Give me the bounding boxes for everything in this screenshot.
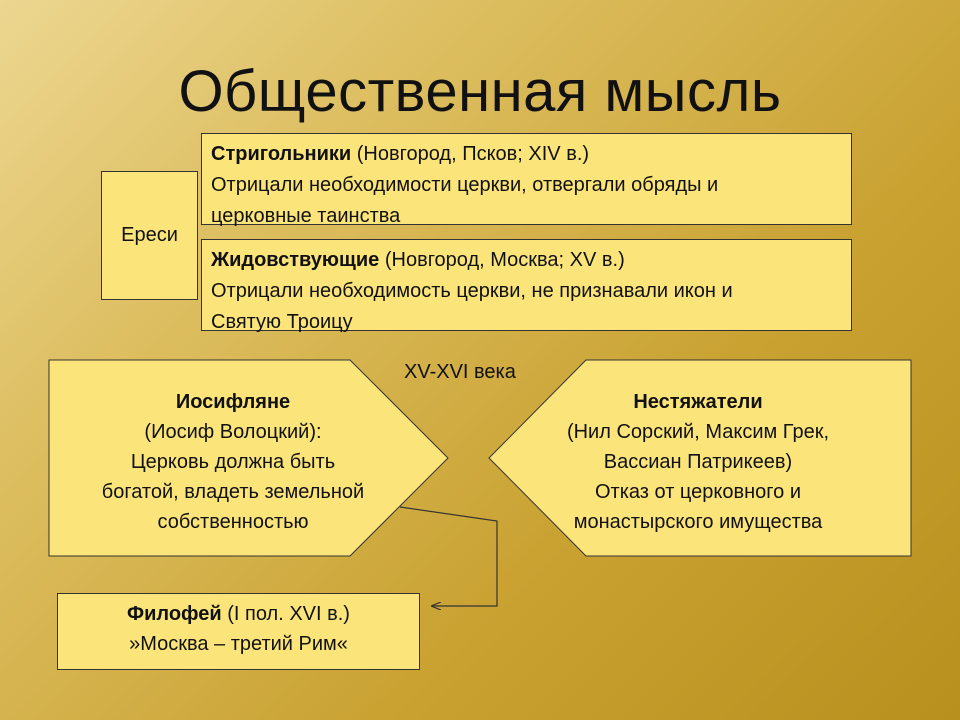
- zhidovstvuyushchie-line-1: Отрицали необходимость церкви, не призна…: [211, 280, 733, 302]
- strigolniki-box: Стригольники (Новгород, Псков; XIV в.) О…: [201, 133, 852, 227]
- heresies-label: Ереси: [121, 224, 178, 246]
- zhidovstvuyushchie-heading: Жидовствующие (Новгород, Москва; XV в.): [211, 245, 842, 276]
- josephites-name: Иосифляне: [175, 391, 291, 413]
- period-label: XV-XVI века: [404, 361, 516, 383]
- non-possessors-line-1: (Нил Сорский, Максим Грек,: [566, 421, 830, 443]
- strigolniki-heading: Стригольники (Новгород, Псков; XIV в.): [211, 139, 842, 170]
- non-possessors-name: Нестяжатели: [633, 391, 763, 413]
- strigolniki-line-1: Отрицали необходимости церкви, отвергали…: [211, 174, 719, 196]
- heresies-label-box: Ереси: [101, 171, 198, 300]
- filofey-heading: Филофей (I пол. XVI в.): [58, 599, 419, 629]
- filofey-line-1: »Москва – третий Рим«: [129, 633, 348, 655]
- josephites-line-1: (Иосиф Волоцкий):: [144, 421, 322, 443]
- non-possessors-text: Нестяжатели (Нил Сорский, Максим Грек, В…: [518, 387, 878, 537]
- filofey-meta: (I пол. XVI в.): [221, 603, 350, 625]
- josephites-text: Иосифляне (Иосиф Волоцкий): Церковь долж…: [50, 387, 416, 537]
- josephites-shape: [48, 359, 449, 557]
- zhidovstvuyushchie-meta: (Новгород, Москва; XV в.): [379, 249, 625, 271]
- non-possessors-line-2: Вассиан Патрикеев): [603, 451, 793, 473]
- non-possessors-line-4: монастырского имущества: [573, 511, 823, 533]
- josephites-line-2: Церковь должна быть: [130, 451, 336, 473]
- zhidovstvuyushchie-line-2: Святую Троицу: [211, 311, 353, 333]
- strigolniki-meta: (Новгород, Псков; XIV в.): [351, 143, 590, 165]
- strigolniki-line-2: церковные таинства: [211, 205, 401, 227]
- strigolniki-name: Стригольники: [211, 143, 352, 165]
- slide-title: Общественная мысль: [178, 59, 782, 124]
- filofey-box: Филофей (I пол. XVI в.) »Москва – третий…: [57, 593, 420, 670]
- zhidovstvuyushchie-name: Жидовствующие: [211, 249, 380, 271]
- josephites-to-filofey-connector: [399, 506, 498, 606]
- zhidovstvuyushchie-box: Жидовствующие (Новгород, Москва; XV в.) …: [201, 239, 852, 333]
- filofey-name: Филофей: [127, 603, 222, 625]
- josephites-line-3: богатой, владеть земельной: [101, 481, 365, 503]
- non-possessors-line-3: Отказ от церковного и: [594, 481, 801, 503]
- josephites-line-4: собственностью: [157, 511, 309, 533]
- non-possessors-shape: [488, 359, 912, 557]
